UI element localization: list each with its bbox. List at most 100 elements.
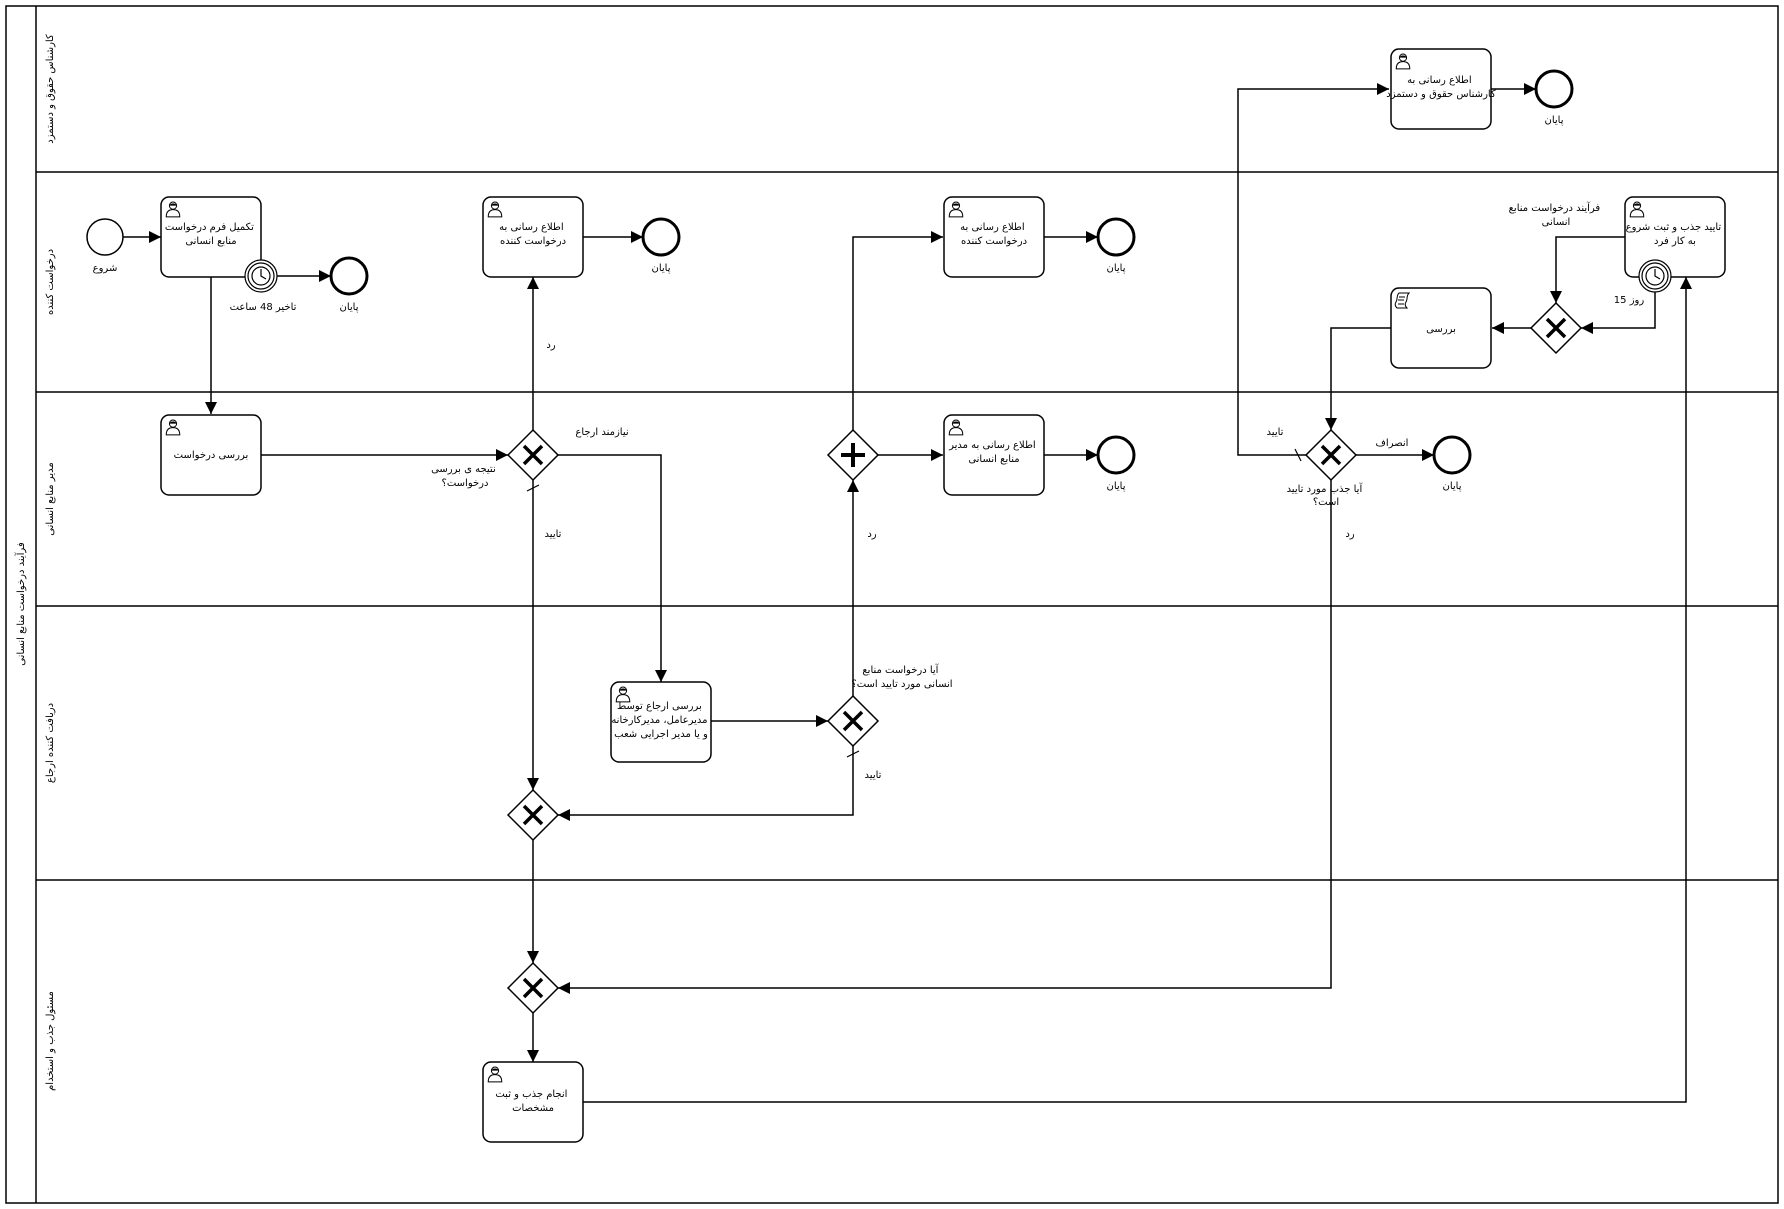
flow-gw5-approve (1237, 83, 1389, 456)
default-flow-markers (526, 448, 1302, 758)
exclusive-x-icon (1320, 444, 1342, 466)
task-fill-form-line2: منابع انسانی (185, 236, 236, 247)
exclusive-x-icon (522, 977, 544, 999)
svg-text:اطلاع رسانی به کارشناس ح: اطلاع رسانی به کارشناس حقوق و دستمزد (1386, 75, 1496, 100)
timer-15d-boundary: 15 روز (1614, 259, 1672, 306)
task-fill-form: تکمیل فرم درخواست منابع انسانی (160, 196, 262, 278)
exclusive-x-icon (522, 804, 544, 826)
task-approve-start-line2: به کار فرد (1654, 236, 1696, 247)
parallel-plus-icon (841, 443, 865, 467)
svg-text:آیا درخواست منابع انسانی: آیا درخواست منابع انسانی مورد تایید است؟ (851, 663, 952, 690)
label-approve-3: تایید (1267, 427, 1284, 438)
task-review-label: بررسی (1426, 324, 1456, 335)
svg-text:اطلاع رسانی به مدیر مناب: اطلاع رسانی به مدیر منابع انسانی (948, 440, 1039, 465)
label-hire-approved-line2: است؟ (1313, 497, 1339, 508)
start-event-label: شروع (93, 263, 118, 274)
label-hr-approved-line1: آیا درخواست منابع (862, 663, 939, 676)
task-notify-requester-2-line1: اطلاع رسانی به (960, 222, 1025, 233)
flow-recruit-to-approve (583, 277, 1692, 1103)
gateway-merge-1 (506, 788, 560, 842)
task-review-request-label: بررسی درخواست (174, 450, 249, 461)
task-approve-start: تایید جذب و ثبت شروع به کار فرد (1624, 196, 1726, 278)
flow-parallel-up (852, 231, 943, 430)
pool: فرآیند درخواست منابع انسانی (5, 5, 1779, 1204)
label-reject-1: رد (546, 340, 555, 351)
gateway-parallel (826, 428, 880, 482)
task-recruit-register-line1: انجام جذب و ثبت (495, 1089, 567, 1100)
end-event-label: پایان (1442, 481, 1461, 492)
timer-15d-label: 15 روز (1614, 295, 1645, 306)
label-needs-referral: نیازمند ارجاع (575, 427, 628, 438)
task-review-request: بررسی درخواست (160, 414, 262, 496)
task-notify-requester-2-line2: درخواست کننده (961, 236, 1027, 247)
flow-gw1-referral (558, 454, 667, 682)
task-notify-hr-manager: اطلاع رسانی به مدیر منابع انسانی (943, 414, 1045, 496)
end-event-cancel: پایان (1432, 435, 1472, 492)
label-hr-approved-line2: انسانی مورد تایید است؟ (851, 679, 952, 690)
label-approve-1: تایید (545, 529, 562, 540)
lane-label-requester: درخواست کننده (45, 249, 56, 315)
svg-text:بررسی ارجاع توسط مدیرعام: بررسی ارجاع توسط مدیرعامل، مدیرکارخانه و… (611, 701, 710, 740)
task-approve-start-line1: تایید جذب و ثبت شروع (1626, 222, 1722, 233)
lane-label-referral: دریافت کننده ارجاع (45, 703, 56, 783)
flow-timer15-to-gw (1581, 291, 1656, 334)
clock-icon (251, 266, 271, 286)
task-review-referral: بررسی ارجاع توسط مدیرعامل، مدیرکارخانه و… (610, 681, 712, 763)
label-hr-process-line2: انسانی (1542, 217, 1571, 228)
timer-48h-label: تاخیر 48 ساعت (230, 302, 297, 313)
exclusive-x-icon (842, 710, 864, 732)
task-notify-requester-2: اطلاع رسانی به درخواست کننده (943, 196, 1045, 278)
task-notify-payroll: اطلاع رسانی به کارشناس حقوق و دستمزد (1386, 48, 1496, 130)
task-notify-hr-line2: منابع انسانی (968, 454, 1019, 465)
task-review-referral-line3: و یا مدیر اجرایی شعب (614, 729, 708, 740)
end-event-label: پایان (1106, 263, 1125, 274)
label-review-result-line1: نتیجه ی بررسی (431, 464, 496, 475)
svg-text:انجام جذب و ثبت مشخصات: انجام جذب و ثبت مشخصات (495, 1089, 570, 1114)
clock-icon (1645, 266, 1665, 286)
flow-approve-to-gw (1550, 236, 1625, 303)
label-review-result-line2: درخواست؟ (442, 478, 489, 489)
label-reject-2: رد (867, 529, 876, 540)
end-event-fill-form: پایان (329, 256, 369, 313)
task-notify-payroll-line1: اطلاع رسانی به (1407, 75, 1472, 86)
svg-text:نتیجه ی بررسی درخواست؟: نتیجه ی بررسی درخواست؟ (431, 464, 499, 489)
label-reject-3: رد (1345, 529, 1354, 540)
label-cancel: انصراف (1376, 438, 1409, 449)
label-hr-process-line1: فرآیند درخواست منابع (1509, 201, 1601, 214)
gateway-hr-approved (826, 694, 880, 748)
svg-text:آیا جذب مورد تایید است؟: آیا جذب مورد تایید است؟ (1287, 482, 1366, 508)
end-event-label: پایان (1544, 115, 1563, 126)
task-notify-hr-line1: اطلاع رسانی به مدیر (948, 440, 1036, 451)
task-notify-requester-1-line2: درخواست کننده (500, 236, 566, 247)
svg-text:فرآیند درخواست منابع انس: فرآیند درخواست منابع انسانی (1509, 201, 1604, 228)
svg-text:اطلاع رسانی به درخواست ک: اطلاع رسانی به درخواست کننده (960, 222, 1028, 247)
svg-text:تایید جذب و ثبت شروع به: تایید جذب و ثبت شروع به کار فرد (1626, 222, 1725, 247)
task-review-referral-line1: بررسی ارجاع توسط (617, 701, 702, 712)
start-event: شروع (86, 218, 124, 274)
lanes (36, 171, 1778, 881)
timer-48h-boundary: تاخیر 48 ساعت (230, 259, 297, 313)
label-approve-2: تایید (865, 770, 882, 781)
gateway-merge-review (1529, 301, 1583, 355)
sequence-flows (123, 83, 1692, 1103)
task-notify-requester-1: اطلاع رسانی به درخواست کننده (482, 196, 584, 278)
end-event-notify-payroll: پایان (1534, 69, 1574, 126)
gateway-merge-2 (506, 961, 560, 1015)
exclusive-x-icon (1545, 317, 1567, 339)
task-fill-form-line1: تکمیل فرم درخواست (165, 222, 254, 233)
flow-gw5-reject (558, 480, 1332, 994)
flow-review-to-gw5 (1325, 327, 1391, 430)
end-event-notify-hr: پایان (1096, 435, 1136, 492)
flow-labels: رد نیازمند ارجاع نتیجه ی بررسی درخواست؟ … (431, 201, 1604, 781)
task-notify-requester-1-line1: اطلاع رسانی به (499, 222, 564, 233)
gateway-review-result (506, 428, 560, 482)
lane-label-expert: کارشناس حقوق و دستمزد (45, 34, 56, 144)
exclusive-x-icon (522, 444, 544, 466)
task-review: بررسی (1390, 287, 1492, 369)
lane-label-hr-manager: مدیر منابع انسانی (45, 462, 56, 535)
task-notify-payroll-line2: کارشناس حقوق و دستمزد (1386, 89, 1496, 100)
end-event-label: پایان (339, 302, 358, 313)
end-event-label: پایان (651, 263, 670, 274)
end-event-label: پایان (1106, 481, 1125, 492)
